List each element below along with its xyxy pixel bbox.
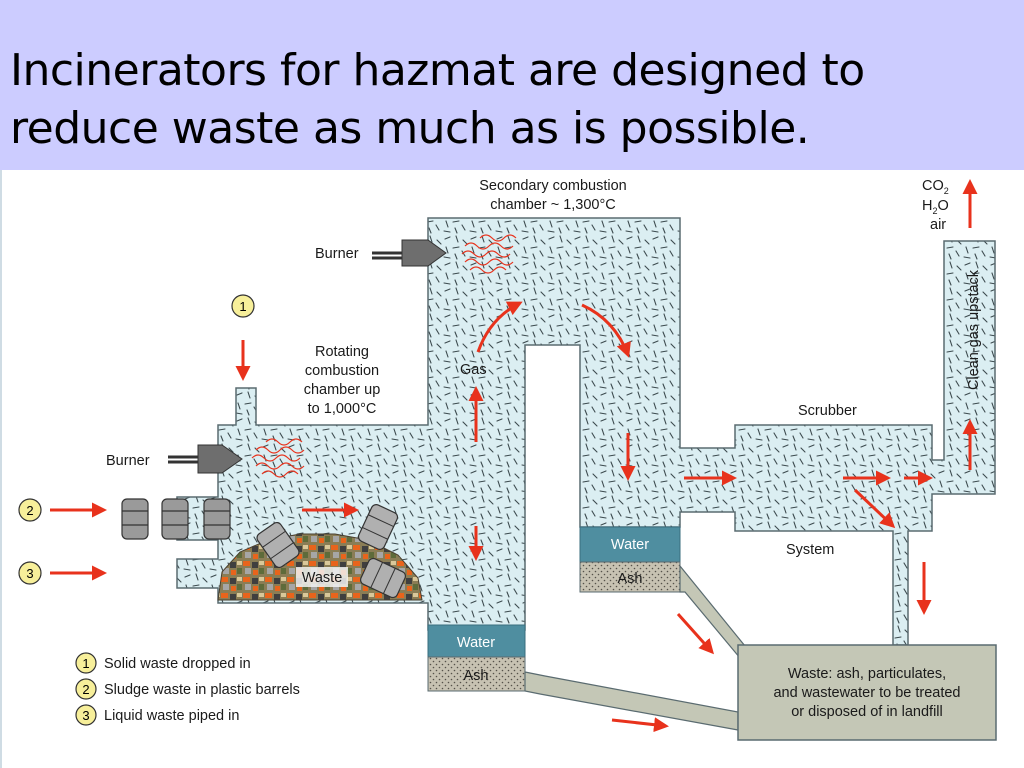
svg-text:3: 3 [26, 566, 33, 581]
gas-label: Gas [460, 362, 487, 378]
secondary-chamber-label-line-2: chamber ~ 1,300°C [490, 197, 616, 213]
water-pool-mid [579, 526, 681, 563]
water-mid-label: Water [611, 537, 649, 553]
svg-text:Sludge waste in plastic barrel: Sludge waste in plastic barrels [104, 682, 300, 698]
svg-text:2: 2 [82, 682, 89, 697]
legend: 1 Solid waste dropped in 2 Sludge waste … [75, 652, 300, 726]
svg-text:1: 1 [82, 656, 89, 671]
marker-1: 1 [231, 294, 255, 318]
incinerator-diagram: Waste: ash, particulates, and wastewater… [0, 170, 997, 768]
svg-text:1: 1 [239, 299, 246, 314]
barrel-icon [203, 498, 231, 540]
barrel-icon [121, 498, 149, 540]
barrel-icon [256, 521, 300, 569]
barrel-icon [360, 557, 406, 599]
output-air: air [930, 217, 946, 233]
landfill-label-line-2: and wastewater to be treated [773, 685, 960, 701]
output-h2o: H2O [922, 198, 949, 216]
burner-top-label: Burner [315, 246, 359, 262]
flame-left-icon [251, 438, 305, 478]
water-left-label: Water [457, 635, 495, 651]
title-line-2: reduce waste as much as is possible. [10, 103, 810, 154]
svg-text:3: 3 [82, 708, 89, 723]
burner-left-icon [168, 444, 243, 474]
svg-text:Liquid waste piped in: Liquid waste piped in [104, 708, 239, 724]
landfill-label-line-1: Waste: ash, particulates, [788, 666, 946, 682]
legend-item: 1 Solid waste dropped in [75, 652, 251, 674]
legend-item: 2 Sludge waste in plastic barrels [75, 678, 300, 700]
burner-left-label: Burner [106, 453, 150, 469]
water-pool-left [427, 624, 526, 658]
output-co2: CO2 [922, 178, 949, 196]
landfill-label-line-3: or disposed of in landfill [791, 704, 943, 720]
header-bar: Incinerators for hazmat are designed to … [0, 0, 1024, 170]
marker-2: 2 [18, 498, 42, 522]
rotating-chamber-label-line-1: Rotating [315, 344, 369, 360]
flame-top-icon [461, 234, 517, 274]
barrel-icon [357, 504, 399, 550]
ash-left-label: Ash [464, 668, 489, 684]
legend-item: 3 Liquid waste piped in [75, 704, 239, 726]
waste-label-bg [296, 567, 348, 587]
marker-3: 3 [18, 561, 42, 585]
page-title: Incinerators for hazmat are designed to … [10, 42, 865, 158]
svg-text:2: 2 [26, 503, 33, 518]
barrel-icon [161, 498, 189, 540]
ash-pool-mid [579, 561, 681, 593]
ash-pool-left [427, 656, 526, 692]
ash-chute-mid [679, 564, 746, 666]
rotating-chamber-label-line-2: combustion [305, 363, 379, 379]
svg-text:Solid waste dropped in: Solid waste dropped in [104, 656, 251, 672]
burner-top-icon [372, 239, 447, 267]
ash-mid-label: Ash [618, 571, 643, 587]
rotating-chamber-label-line-3: chamber up [304, 382, 381, 398]
flow-arrows [50, 179, 978, 733]
landfill-box [737, 644, 997, 741]
scrubber-label: Scrubber [798, 403, 857, 419]
title-line-1: Incinerators for hazmat are designed to [10, 45, 865, 96]
system-label: System [786, 542, 834, 558]
rotating-chamber-label-line-4: to 1,000°C [308, 401, 377, 417]
waste-label: Waste [302, 570, 343, 586]
upstack-label: Clean-gas upstack [966, 269, 982, 390]
secondary-chamber-label-line-1: Secondary combustion [479, 178, 627, 194]
